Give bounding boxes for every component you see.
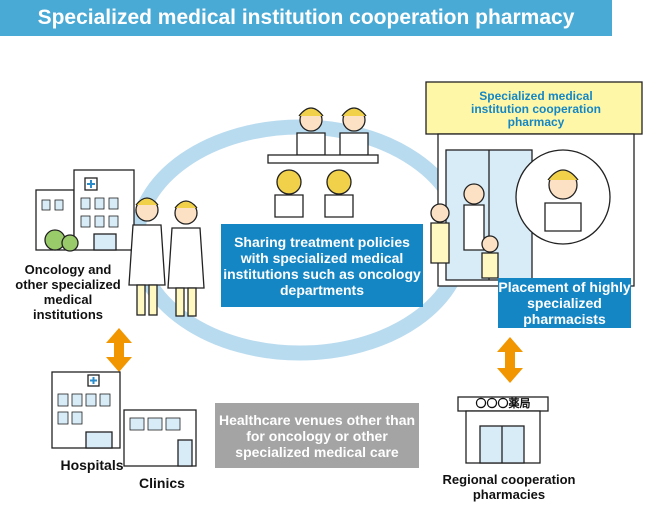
title-banner: Specialized medical institution cooperat…: [0, 0, 612, 36]
hospital-building-icon: [51, 371, 121, 449]
sharing-policies-box: Sharing treatment policies with speciali…: [221, 224, 423, 307]
oncology-hospital-icon: [35, 169, 135, 252]
regional-label: Regional cooperation pharmacies: [442, 472, 576, 502]
pharmacy-sign: Specialized medical institution cooperat…: [471, 89, 601, 129]
store-sign: 〇〇〇薬局: [475, 398, 531, 410]
meeting-people-icon: [267, 107, 379, 218]
right-double-arrow: [497, 337, 523, 383]
doctor-figure-2: [167, 200, 205, 317]
healthcare-venues-box: Healthcare venues other than for oncolog…: [215, 403, 419, 468]
pharmacists-box: Placement of highly specialized pharmaci…: [498, 278, 631, 328]
clinics-label: Clinics: [139, 475, 185, 491]
doctor-figure-1: [128, 197, 166, 316]
clinic-building-icon: [123, 409, 197, 467]
pharmacist-bubble-icon: [515, 149, 611, 245]
left-double-arrow: [106, 328, 132, 372]
regional-pharmacy-store-icon: [457, 396, 549, 464]
oncology-label: Oncology and other specialized medical i…: [15, 262, 121, 322]
hospitals-label: Hospitals: [60, 457, 124, 473]
family-icon: [430, 183, 499, 279]
page-title: Specialized medical institution cooperat…: [37, 6, 575, 29]
